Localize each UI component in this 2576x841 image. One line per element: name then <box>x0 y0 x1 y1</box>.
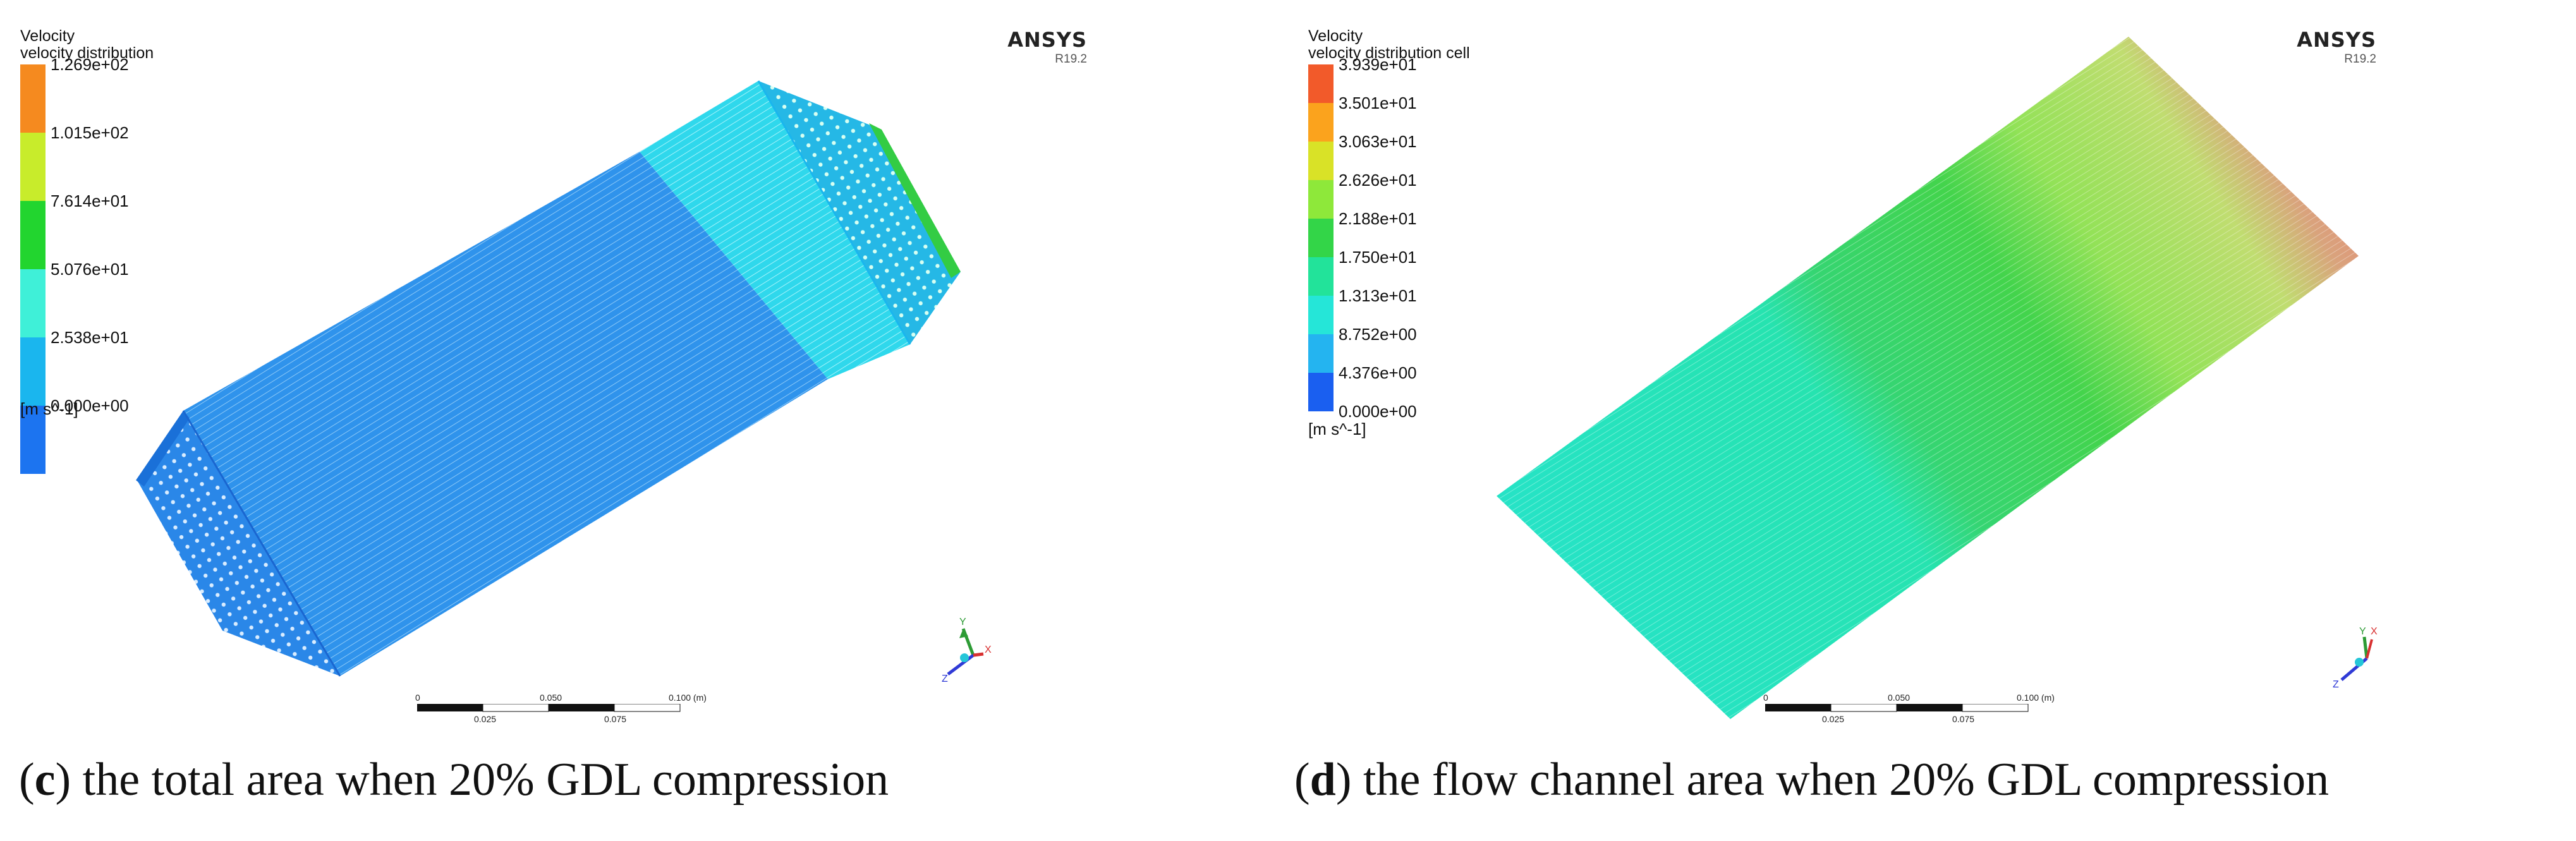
axis-z-label: Z <box>942 674 948 684</box>
caption-text-d: the flow channel area when 20% GDL compr… <box>1363 754 2330 806</box>
color-bar-segment <box>20 406 46 474</box>
legend: Velocity velocity distribution cell 3.93… <box>1308 27 1470 439</box>
channel-body-low-velocity <box>183 152 828 676</box>
color-bar-segment <box>1308 142 1334 180</box>
brand-version: R19.2 <box>1055 52 1087 66</box>
outlet-manifold <box>758 81 961 344</box>
panel-c: Velocity velocity distribution 1.269e+02… <box>0 0 1288 733</box>
legend-unit: [m s^-1] <box>20 399 78 418</box>
velocity-contour-total-area <box>136 80 961 677</box>
legend-tick-label: 8.752e+00 <box>1339 325 1417 344</box>
legend-title: Velocity <box>20 27 75 45</box>
scale-tick-100: 0.100 (m) <box>2017 693 2055 703</box>
legend-tick-label: 1.269e+02 <box>51 55 129 74</box>
axis-y-label: Y <box>959 617 966 627</box>
scale-tick-0: 0 <box>415 693 420 703</box>
caption-c: (c) the total area when 20% GDL compress… <box>19 754 889 806</box>
caption-letter-c: c <box>34 754 56 806</box>
legend-subtitle: velocity distribution <box>20 44 154 62</box>
legend-tick-label: 2.188e+01 <box>1339 209 1417 228</box>
brand-name: ANSYS <box>2297 28 2376 52</box>
axis-y-label: Y <box>2359 626 2366 637</box>
legend: Velocity velocity distribution 1.269e+02… <box>20 27 154 474</box>
legend-tick-label: 0.000e+00 <box>1339 402 1417 421</box>
axis-x-label: X <box>2371 626 2378 637</box>
scale-tick-025: 0.025 <box>1822 714 1845 724</box>
color-bar-segment <box>20 133 46 201</box>
color-bar-segment <box>20 269 46 337</box>
velocity-contour-flow-channel <box>1497 37 2359 719</box>
color-bar-segment <box>20 201 46 269</box>
channel-body-mid-velocity <box>640 81 910 379</box>
legend-tick-label: 3.501e+01 <box>1339 94 1417 112</box>
legend-subtitle: velocity distribution cell <box>1308 44 1470 62</box>
color-bar-segment <box>1308 296 1334 334</box>
scale-tick-075: 0.075 <box>604 714 627 724</box>
axis-triad-icon: Y Z X <box>2333 626 2378 690</box>
legend-tick-label: 5.076e+01 <box>51 260 129 279</box>
brand: ANSYS R19.2 <box>992 28 1087 66</box>
legend-tick-label: 7.614e+01 <box>51 191 129 210</box>
axis-triad-icon: Y Z X <box>942 617 992 684</box>
scale-tick-100: 0.100 (m) <box>669 693 707 703</box>
caption-letter-d: d <box>1309 754 1336 806</box>
axis-x-label: X <box>985 644 992 655</box>
legend-unit: [m s^-1] <box>1308 420 1366 439</box>
color-bar-segment <box>20 337 46 406</box>
legend-tick-label: 0.000e+00 <box>51 396 129 415</box>
inlet-manifold <box>138 411 340 676</box>
color-bar-segment <box>1308 103 1334 142</box>
legend-tick-label: 1.313e+01 <box>1339 286 1417 305</box>
legend-tick-label: 3.939e+01 <box>1339 55 1417 74</box>
brand-name: ANSYS <box>1007 28 1087 52</box>
scale-tick-050: 0.050 <box>540 693 562 703</box>
color-bar-segment <box>1308 373 1334 411</box>
legend-tick-label: 1.015e+02 <box>51 123 129 142</box>
scale-bar: 0 0.050 0.100 (m) 0.025 0.075 <box>1759 693 2062 728</box>
legend-tick-label: 4.376e+00 <box>1339 363 1417 382</box>
color-bar-segment <box>1308 64 1334 103</box>
color-bar-segment <box>1308 334 1334 373</box>
panel-d: Velocity velocity distribution cell 3.93… <box>1288 0 2576 733</box>
scale-bar: 0 0.050 0.100 (m) 0.025 0.075 <box>411 693 714 728</box>
legend-tick-label: 2.538e+01 <box>51 328 129 347</box>
scale-tick-025: 0.025 <box>474 714 497 724</box>
legend-tick-label: 3.063e+01 <box>1339 132 1417 151</box>
color-bar-segment <box>1308 257 1334 296</box>
scale-tick-075: 0.075 <box>1952 714 1975 724</box>
legend-tick-label: 1.750e+01 <box>1339 248 1417 267</box>
color-bar-segment <box>1308 219 1334 257</box>
brand: ANSYS R19.2 <box>2281 28 2376 66</box>
axis-z-label: Z <box>2333 679 2339 690</box>
legend-title: Velocity <box>1308 27 1363 45</box>
caption-d: (d) the flow channel area when 20% GDL c… <box>1294 754 2330 806</box>
legend-tick-label: 2.626e+01 <box>1339 171 1417 190</box>
color-bar-segment <box>20 64 46 133</box>
caption-text-c: the total area when 20% GDL compression <box>82 754 889 806</box>
scale-tick-0: 0 <box>1763 693 1768 703</box>
scale-tick-050: 0.050 <box>1888 693 1911 703</box>
brand-version: R19.2 <box>2344 52 2376 66</box>
color-bar-segment <box>1308 180 1334 219</box>
